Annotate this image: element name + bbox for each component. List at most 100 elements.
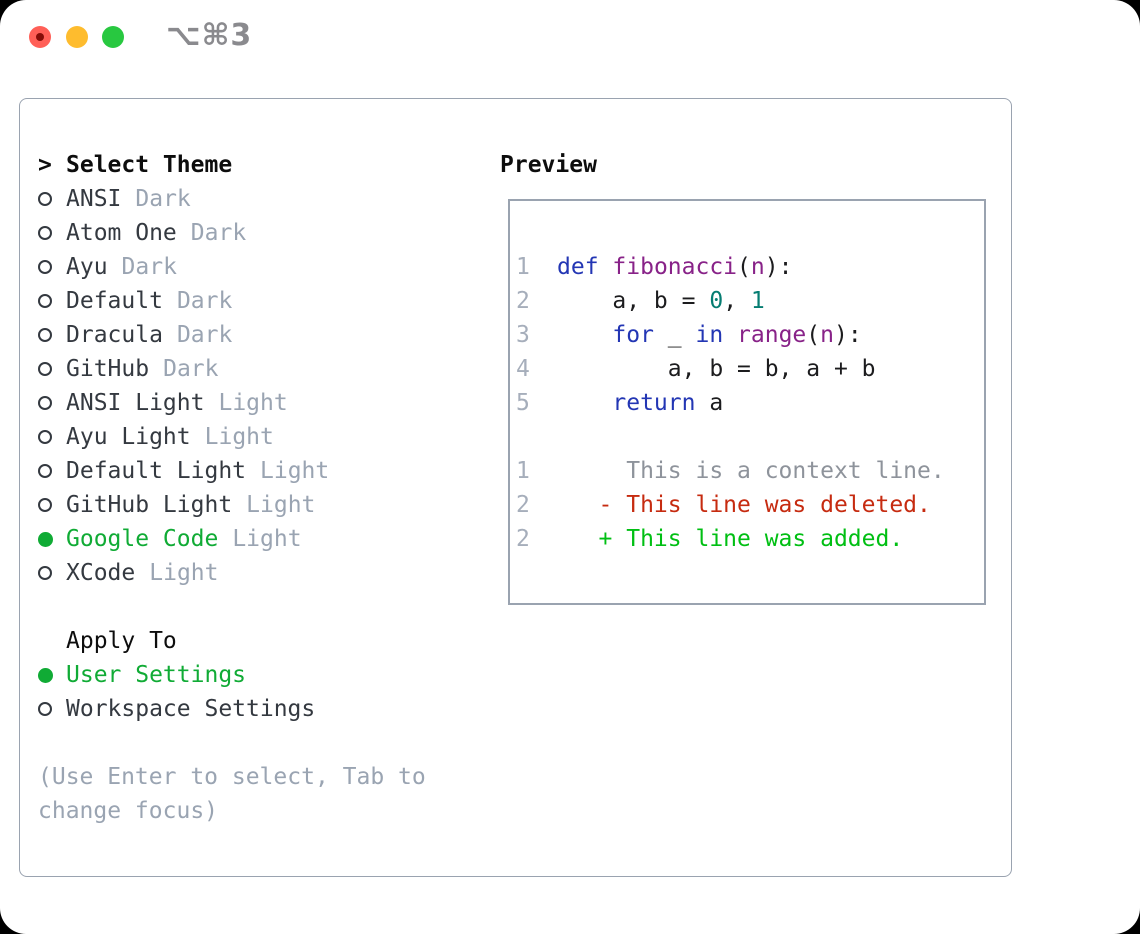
apply-option-name: User Settings	[66, 662, 247, 688]
code-content: a, b = b, a + b	[557, 356, 876, 382]
minimize-button[interactable]	[66, 26, 88, 48]
radio-icon	[38, 702, 52, 716]
radio-icon	[38, 192, 52, 206]
apply-to-section: Apply To User Settings Workspace Setting…	[38, 624, 478, 726]
code-token-plain: ):	[764, 254, 793, 280]
radio-icon	[38, 566, 52, 580]
theme-item-xcode-light[interactable]: XCode Light	[38, 556, 478, 590]
theme-variant-tag: Light	[149, 560, 219, 586]
code-block: 1 def fibonacci(n): 2 a, b = 0, 1 3 for …	[510, 250, 984, 420]
code-line-2: 2 a, b = 0, 1	[510, 284, 984, 318]
theme-item-ayu-light-light[interactable]: Ayu Light Light	[38, 420, 478, 454]
code-token-plain	[557, 322, 612, 348]
code-token-plain	[557, 390, 612, 416]
theme-name: Ayu	[66, 254, 108, 280]
radio-icon	[38, 396, 52, 410]
line-number: 5	[516, 390, 530, 416]
preview-label: Preview	[500, 152, 597, 178]
theme-variant-tag: Dark	[176, 322, 233, 348]
theme-variant-tag: Dark	[190, 220, 247, 246]
theme-variant-tag: Dark	[176, 288, 233, 314]
theme-item-ayu-dark[interactable]: Ayu Dark	[38, 250, 478, 284]
theme-item-dracula-dark[interactable]: Dracula Dark	[38, 318, 478, 352]
radio-icon	[38, 294, 52, 308]
theme-variant-tag: Light	[218, 390, 288, 416]
code-content: return a	[557, 390, 723, 416]
theme-item-ansi-dark[interactable]: ANSI Dark	[38, 182, 478, 216]
theme-name: Google Code	[66, 526, 219, 552]
theme-variant-tag: Light	[204, 424, 274, 450]
preview-lines: 1 def fibonacci(n): 2 a, b = 0, 1 3 for …	[510, 250, 984, 556]
select-theme-header: > Select Theme	[38, 148, 478, 182]
code-token-function: range	[737, 322, 807, 348]
titlebar: ⌥⌘3	[0, 0, 1140, 74]
code-line-4: 4 a, b = b, a + b	[510, 352, 984, 386]
theme-name: GitHub	[66, 356, 150, 382]
theme-name: GitHub Light	[66, 492, 233, 518]
code-token-plain: a, b =	[557, 288, 710, 314]
code-token-plain: ):	[834, 322, 862, 348]
code-token-plain: a, b = b, a + b	[557, 356, 876, 382]
line-number: 1	[516, 458, 530, 484]
code-line-3: 3 for _ in range(n):	[510, 318, 984, 352]
select-theme-label: Select Theme	[66, 152, 233, 178]
line-number: 3	[516, 322, 530, 348]
diff-line-context: 1 This is a context line.	[510, 454, 984, 488]
code-token-plain: ,	[723, 288, 751, 314]
theme-item-google-code-light[interactable]: Google Code Light	[38, 522, 478, 556]
line-number: 2	[516, 526, 530, 552]
zoom-button[interactable]	[102, 26, 124, 48]
preview-box: 1 def fibonacci(n): 2 a, b = 0, 1 3 for …	[508, 199, 986, 605]
radio-selected-icon	[38, 667, 53, 683]
window-title: ⌥⌘3	[166, 18, 253, 53]
theme-item-default-light-light[interactable]: Default Light Light	[38, 454, 478, 488]
theme-picker-panel: > Select Theme ANSI Dark Atom One Dark A…	[19, 98, 1012, 877]
code-token-plain	[723, 322, 737, 348]
code-line-5: 5 return a	[510, 386, 984, 420]
theme-item-github-light-light[interactable]: GitHub Light Light	[38, 488, 478, 522]
theme-list: ANSI Dark Atom One Dark Ayu Dark Default…	[38, 182, 478, 590]
code-content: for _ in range(n):	[557, 322, 862, 348]
diff-block: 1 This is a context line. 2 - This line …	[510, 454, 984, 556]
theme-item-ansi-light-light[interactable]: ANSI Light Light	[38, 386, 478, 420]
theme-variant-tag: Dark	[121, 254, 177, 280]
radio-selected-icon	[38, 531, 53, 547]
code-token-plain: a	[695, 390, 724, 416]
radio-icon	[38, 328, 52, 342]
code-token-keyword: in	[695, 322, 724, 348]
code-token-function: fibonacci	[612, 254, 738, 280]
theme-name: Default	[66, 288, 163, 314]
diff-line-deleted: 2 - This line was deleted.	[510, 488, 984, 522]
code-token-plain: (	[806, 322, 821, 348]
diff-content: - This line was deleted.	[557, 492, 931, 518]
radio-icon	[38, 498, 52, 512]
line-number: 1	[516, 254, 530, 280]
apply-to-label: Apply To	[66, 628, 177, 654]
theme-name: ANSI Light	[66, 390, 205, 416]
theme-name: Default Light	[66, 458, 247, 484]
code-content: def fibonacci(n):	[557, 254, 792, 280]
theme-variant-tag: Light	[246, 492, 316, 518]
code-token-keyword: return	[612, 390, 696, 416]
code-line-1: 1 def fibonacci(n):	[510, 250, 984, 284]
code-token-keyword: for	[612, 322, 654, 348]
theme-item-default-dark[interactable]: Default Dark	[38, 284, 478, 318]
apply-option-user-settings[interactable]: User Settings	[38, 658, 478, 692]
theme-variant-tag: Dark	[163, 356, 219, 382]
line-number: 4	[516, 356, 530, 382]
apply-option-name: Workspace Settings	[66, 696, 316, 722]
theme-item-atom-one-dark[interactable]: Atom One Dark	[38, 216, 478, 250]
close-button[interactable]	[29, 26, 51, 48]
theme-variant-tag: Light	[260, 458, 330, 484]
focus-cursor: >	[38, 152, 66, 178]
unsaved-indicator-dot	[36, 33, 44, 41]
theme-name: Dracula	[66, 322, 163, 348]
apply-option-workspace-settings[interactable]: Workspace Settings	[38, 692, 478, 726]
code-token-plain: (	[737, 254, 751, 280]
theme-item-github-dark[interactable]: GitHub Dark	[38, 352, 478, 386]
cursor-icon: >	[38, 152, 52, 178]
radio-icon	[38, 362, 52, 376]
code-token-number: 0	[709, 288, 724, 314]
apply-to-list: User Settings Workspace Settings	[38, 658, 478, 726]
